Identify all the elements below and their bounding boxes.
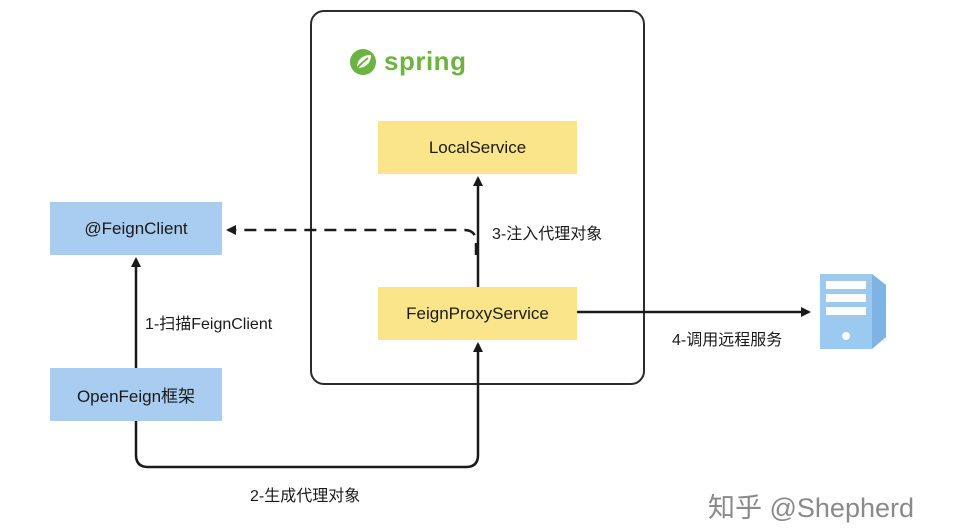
spring-logo: spring <box>348 46 466 77</box>
generate-label: 2-生成代理对象 <box>250 488 361 505</box>
scan-label: 1-扫描FeignClient <box>145 316 273 333</box>
call-remote-label: 4-调用远程服务 <box>672 332 783 349</box>
openfeign-node: OpenFeign框架 <box>50 368 222 421</box>
feign-proxy-service-node: FeignProxyService <box>378 287 577 340</box>
spring-leaf-icon <box>350 48 376 75</box>
spring-logo-text: spring <box>384 46 467 76</box>
local-service-node: LocalService <box>378 121 577 174</box>
proxy-dashed-arrow <box>226 225 478 255</box>
server-icon <box>820 274 886 349</box>
generate-arrow <box>134 342 483 469</box>
inject-label: 3-注入代理对象 <box>492 226 603 243</box>
watermark: 知乎 @Shepherd <box>708 493 915 523</box>
feign-client-node: @FeignClient <box>50 202 222 255</box>
